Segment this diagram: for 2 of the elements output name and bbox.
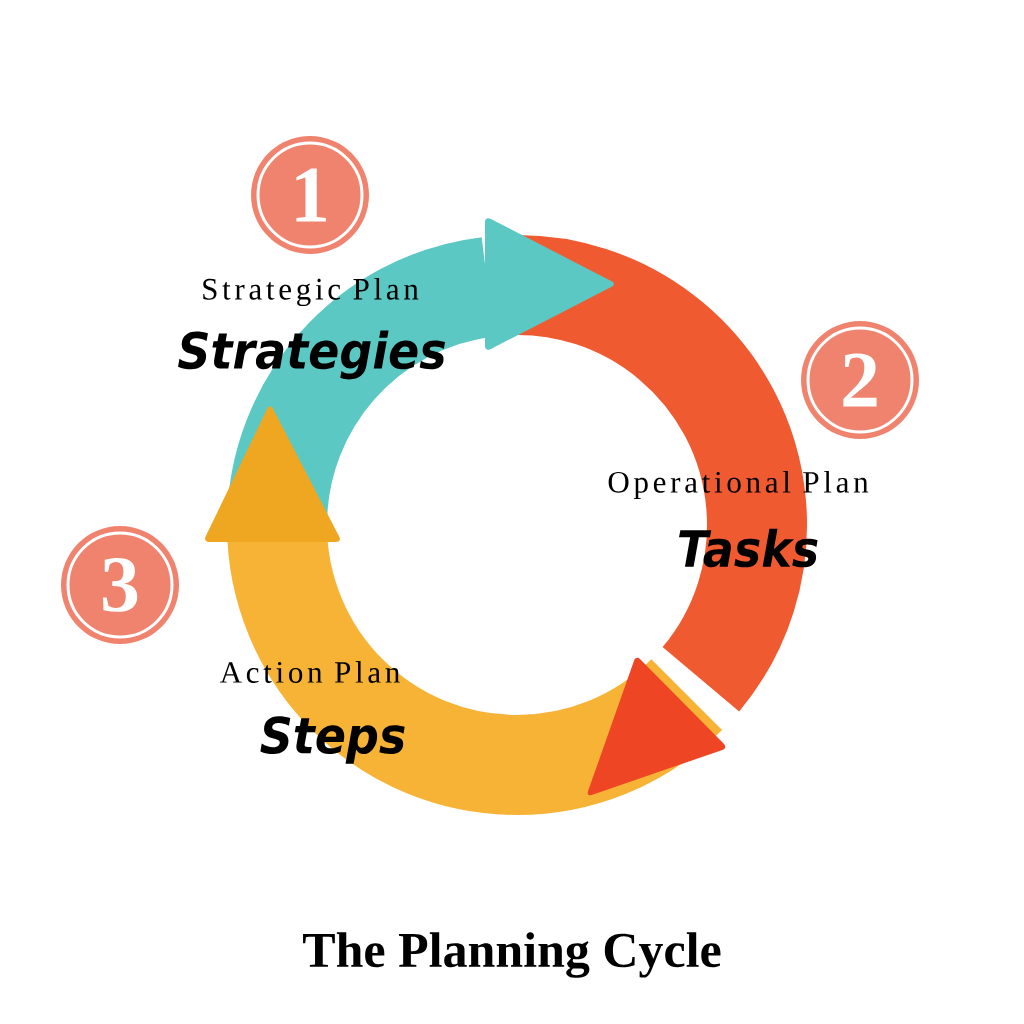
plan-label: Strategic Plan — [203, 277, 419, 307]
title: The Planning Cycle — [303, 932, 721, 978]
